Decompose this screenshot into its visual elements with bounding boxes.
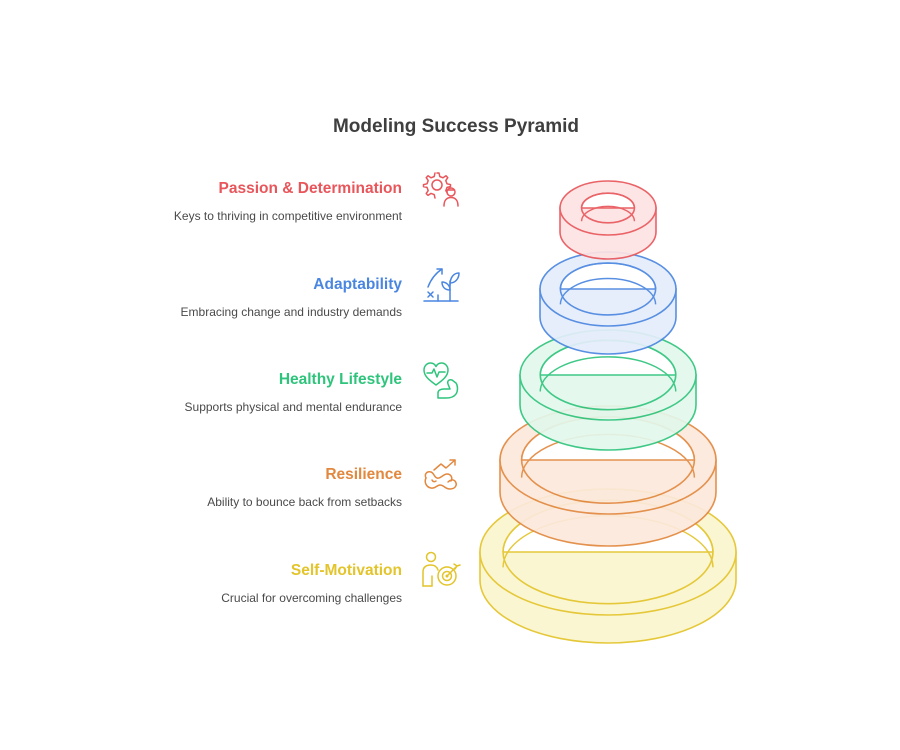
ring-passion xyxy=(559,180,657,260)
gear-person-icon xyxy=(420,167,462,209)
tier-description: Supports physical and mental endurance xyxy=(184,400,402,414)
tier-description: Keys to thriving in competitive environm… xyxy=(173,209,402,223)
tier-adaptability: Adaptability Embracing change and indust… xyxy=(42,275,402,320)
tier-healthy-lifestyle: Healthy Lifestyle Supports physical and … xyxy=(42,370,402,415)
tier-self-motivation: Self-Motivation Crucial for overcoming c… xyxy=(42,561,402,606)
tier-title: Healthy Lifestyle xyxy=(278,371,402,388)
growth-plant-icon xyxy=(420,263,462,305)
bounce-arrow-icon xyxy=(420,454,462,496)
tier-resilience: Resilience Ability to bounce back from s… xyxy=(42,465,402,510)
ring-adaptability xyxy=(539,251,677,355)
ring-healthy-lifestyle xyxy=(519,329,697,451)
page-title: Modeling Success Pyramid xyxy=(332,116,580,137)
tier-description: Ability to bounce back from setbacks xyxy=(207,495,402,509)
tier-description: Crucial for overcoming challenges xyxy=(221,591,402,605)
tier-title: Adaptability xyxy=(313,276,402,293)
heart-muscle-icon xyxy=(420,359,462,401)
tier-title: Self-Motivation xyxy=(290,562,402,579)
person-target-icon xyxy=(420,550,462,592)
tier-title: Passion & Determination xyxy=(218,180,402,197)
tier-title: Resilience xyxy=(325,466,402,483)
ring-resilience xyxy=(499,405,717,547)
tier-description: Embracing change and industry demands xyxy=(180,305,402,319)
tier-passion: Passion & Determination Keys to thriving… xyxy=(42,179,402,224)
